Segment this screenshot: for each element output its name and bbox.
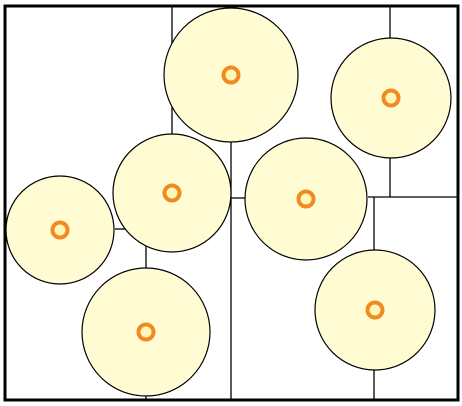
center-marker: [221, 65, 241, 85]
circle-node: [81, 267, 211, 397]
circles-layer: [5, 7, 452, 397]
center-marker: [381, 88, 401, 108]
circle-node: [163, 7, 299, 143]
center-marker: [365, 300, 385, 320]
circle-node: [112, 133, 232, 253]
circle-node: [314, 249, 436, 371]
center-marker: [136, 322, 156, 342]
circle-node: [330, 37, 452, 159]
diagram-border: [3, 4, 460, 402]
circle-node: [244, 137, 368, 261]
center-marker: [162, 183, 182, 203]
center-marker: [50, 220, 70, 240]
circle-node: [5, 175, 115, 285]
center-marker: [296, 189, 316, 209]
